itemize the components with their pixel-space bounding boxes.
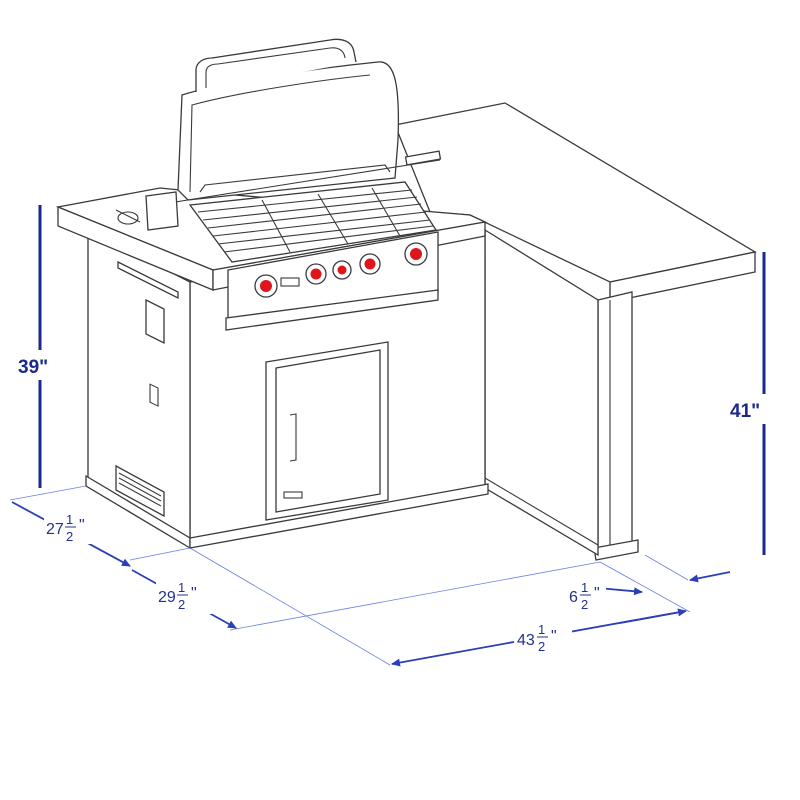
overhang-label: 6 1 2 " xyxy=(569,580,600,612)
svg-text:": " xyxy=(594,585,600,602)
total-width-label: 43 1 2 " xyxy=(517,622,557,654)
width-front-label: 29 1 2 " xyxy=(158,580,197,612)
island-back-wall xyxy=(484,228,599,557)
access-door-panel xyxy=(275,349,381,513)
svg-text:2: 2 xyxy=(178,597,185,612)
svg-text:": " xyxy=(79,517,85,534)
depth-side-label: 27 1 2 " xyxy=(46,512,85,544)
svg-text:2: 2 xyxy=(581,597,588,612)
svg-text:29: 29 xyxy=(158,589,176,606)
bar-support-wall xyxy=(597,291,633,556)
svg-text:1: 1 xyxy=(66,512,73,527)
door-handle xyxy=(289,413,297,462)
height-left-label: 39" xyxy=(18,357,48,378)
height-right-label: 41" xyxy=(730,401,760,422)
grill-drip-tray xyxy=(225,289,439,331)
grate-bars xyxy=(197,187,434,253)
hood-handle xyxy=(195,38,357,92)
island-structure xyxy=(55,102,757,561)
gfci-outlet xyxy=(145,298,165,345)
grill-unit xyxy=(115,38,442,331)
grill-knobs xyxy=(254,242,428,298)
svg-text:1: 1 xyxy=(538,622,545,637)
svg-text:43: 43 xyxy=(517,632,535,649)
side-vent-upper xyxy=(117,260,179,300)
access-door xyxy=(265,341,389,521)
rotisserie-motor xyxy=(145,191,179,231)
svg-text:2: 2 xyxy=(66,529,73,544)
svg-text:1: 1 xyxy=(581,580,588,595)
cabinet-base-trim-front xyxy=(189,483,489,549)
svg-text:": " xyxy=(551,628,557,645)
bar-support-base xyxy=(593,539,639,561)
svg-text:1: 1 xyxy=(178,580,185,595)
svg-text:27: 27 xyxy=(46,521,64,538)
svg-text:": " xyxy=(191,585,197,602)
dimension-annotations: 39" 41" 27 1 2 " 29 1 2 " xyxy=(9,205,780,667)
svg-text:2: 2 xyxy=(538,639,545,654)
svg-text:6: 6 xyxy=(569,589,578,606)
